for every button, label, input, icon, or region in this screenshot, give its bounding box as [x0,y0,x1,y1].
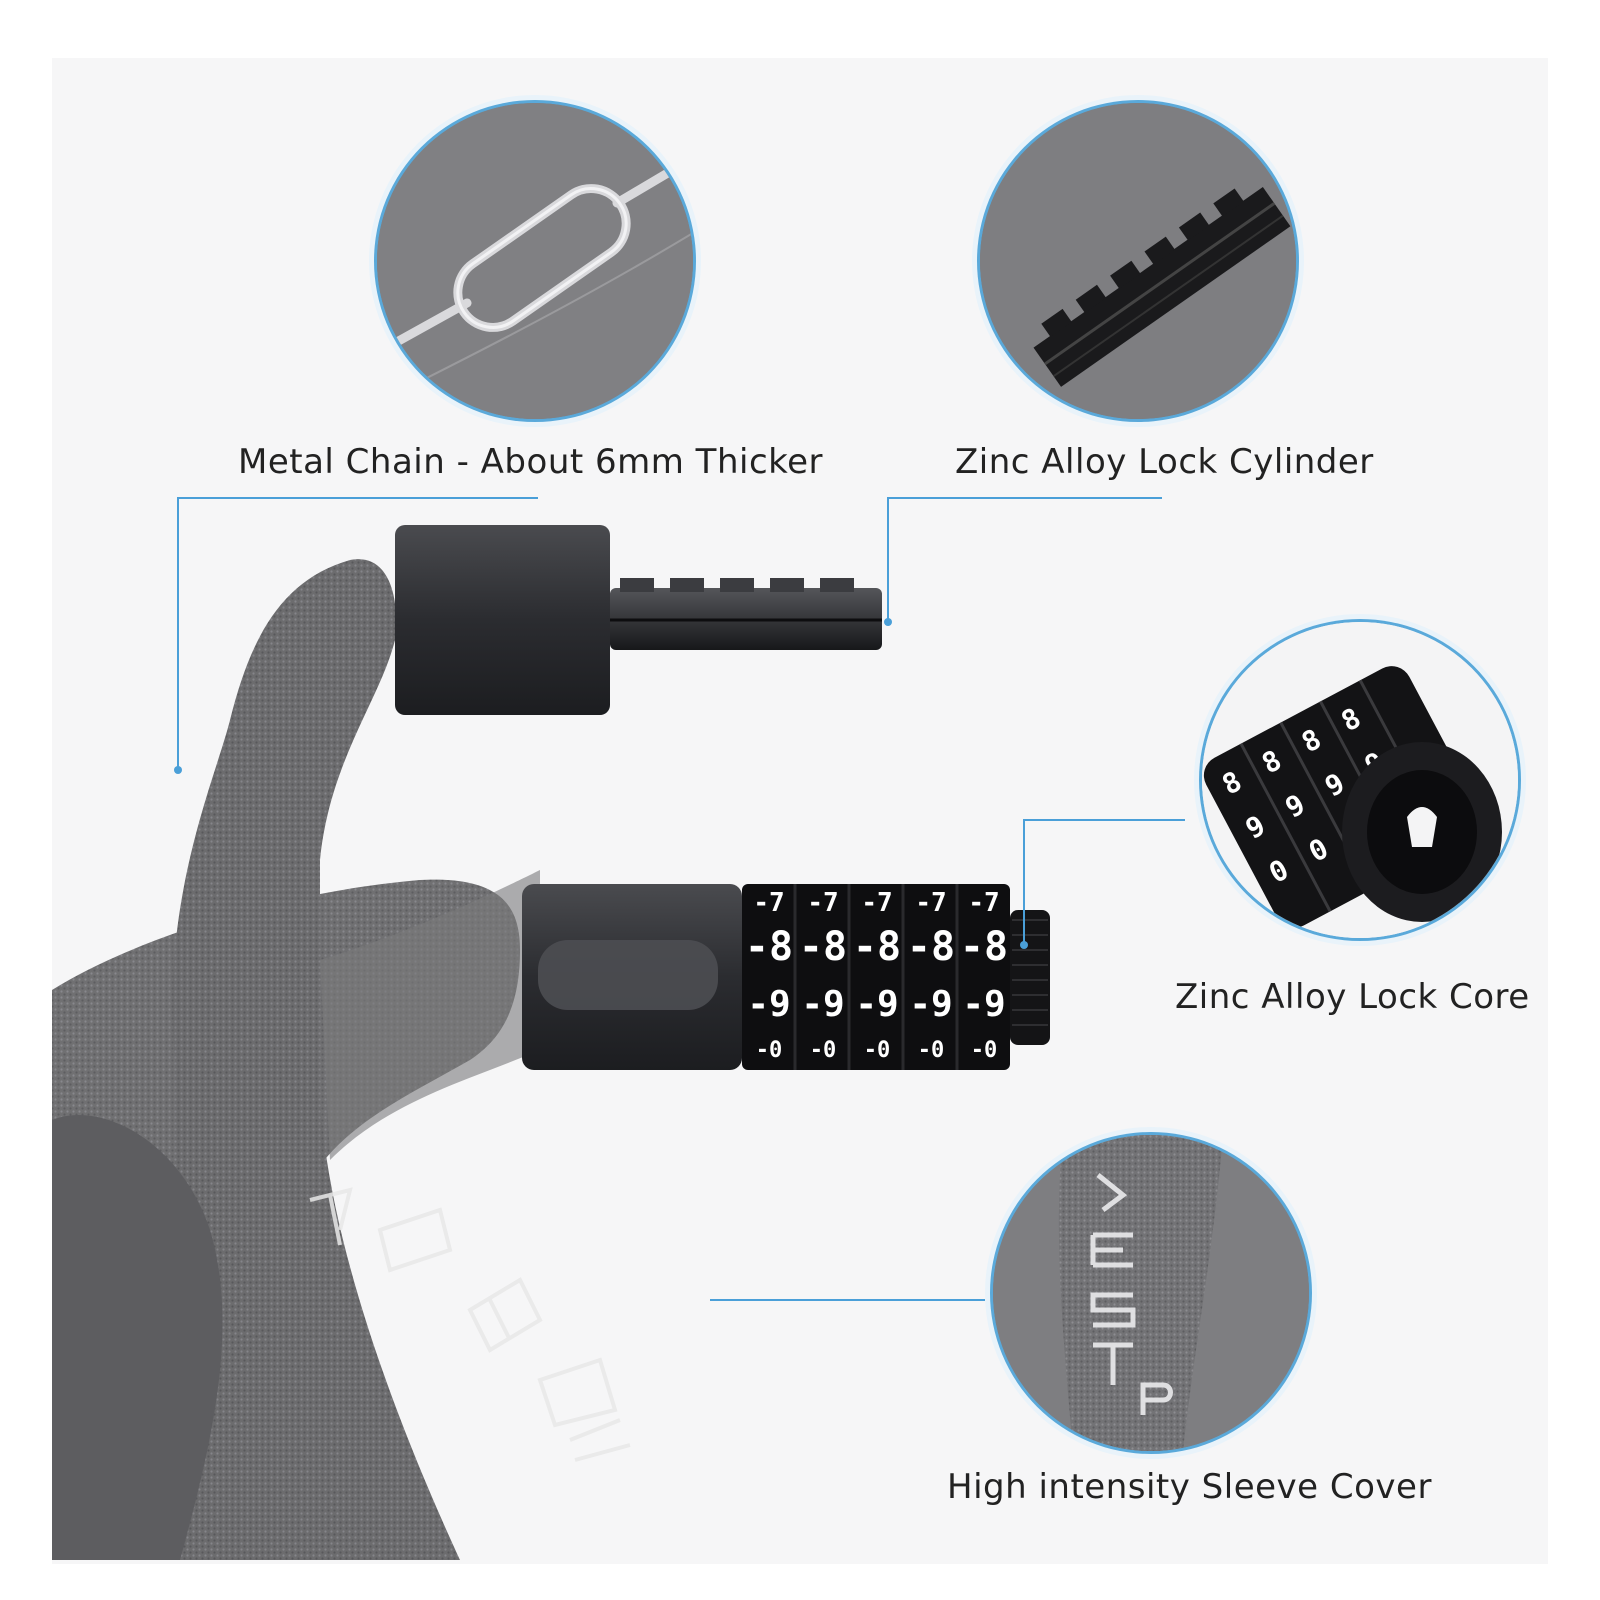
label-lock-cylinder: Zinc Alloy Lock Cylinder [955,442,1374,482]
chain-link-icon [377,103,693,419]
callout-sleeve-cover-image [993,1135,1309,1451]
leader-lock-cylinder [887,497,1162,622]
lock-cylinder-icon [980,103,1296,419]
dial-digit[interactable]: -8 [906,924,956,970]
dial-digit[interactable]: -7 [968,888,1000,918]
callout-lock-cylinder-image [980,103,1296,419]
dial-digit[interactable]: -0 [970,1038,998,1063]
dial-digit[interactable]: -7 [915,888,947,918]
lock-head [395,525,610,715]
dial-digit[interactable]: -9 [855,984,899,1025]
dial-digit[interactable]: -9 [801,984,845,1025]
dial-digit[interactable]: -7 [807,888,839,918]
dial-digit[interactable]: -0 [863,1038,891,1063]
dial-digit[interactable]: -8 [744,924,794,970]
dial-digit[interactable]: -8 [852,924,902,970]
dial-digit[interactable]: -7 [753,888,785,918]
label-sleeve-cover: High intensity Sleeve Cover [947,1467,1432,1507]
dial-digit[interactable]: -9 [747,984,791,1025]
dial-digit[interactable]: -0 [755,1038,783,1063]
dial-row-7: -7 -7 -7 -7 -7 [742,888,1010,922]
dial-digit[interactable]: -7 [861,888,893,918]
dial-digit[interactable]: -9 [909,984,953,1025]
dial-digits: -7 -7 -7 -7 -7 -8 -8 -8 -8 -8 -9 -9 -9 -… [742,888,1010,1070]
dial-cylinder [742,884,1010,1070]
callout-metal-chain-image [377,103,693,419]
dial-row-8: -8 -8 -8 -8 -8 [742,924,1010,980]
dial-digit[interactable]: -0 [917,1038,945,1063]
leader-lock-core [1023,819,1185,945]
label-lock-core: Zinc Alloy Lock Core [1175,977,1530,1017]
dial-digit[interactable]: -8 [798,924,848,970]
sleeve-texture-icon [993,1135,1309,1451]
dial-row-0: -0 -0 -0 -0 -0 [742,1038,1010,1066]
dial-digit[interactable]: -9 [962,984,1006,1025]
dial-row-9: -9 -9 -9 -9 -9 [742,984,1010,1034]
dial-digit[interactable]: -0 [809,1038,837,1063]
dial-digit[interactable]: -8 [959,924,1009,970]
label-metal-chain: Metal Chain - About 6mm Thicker [238,442,824,482]
leader-metal-chain [177,497,538,770]
